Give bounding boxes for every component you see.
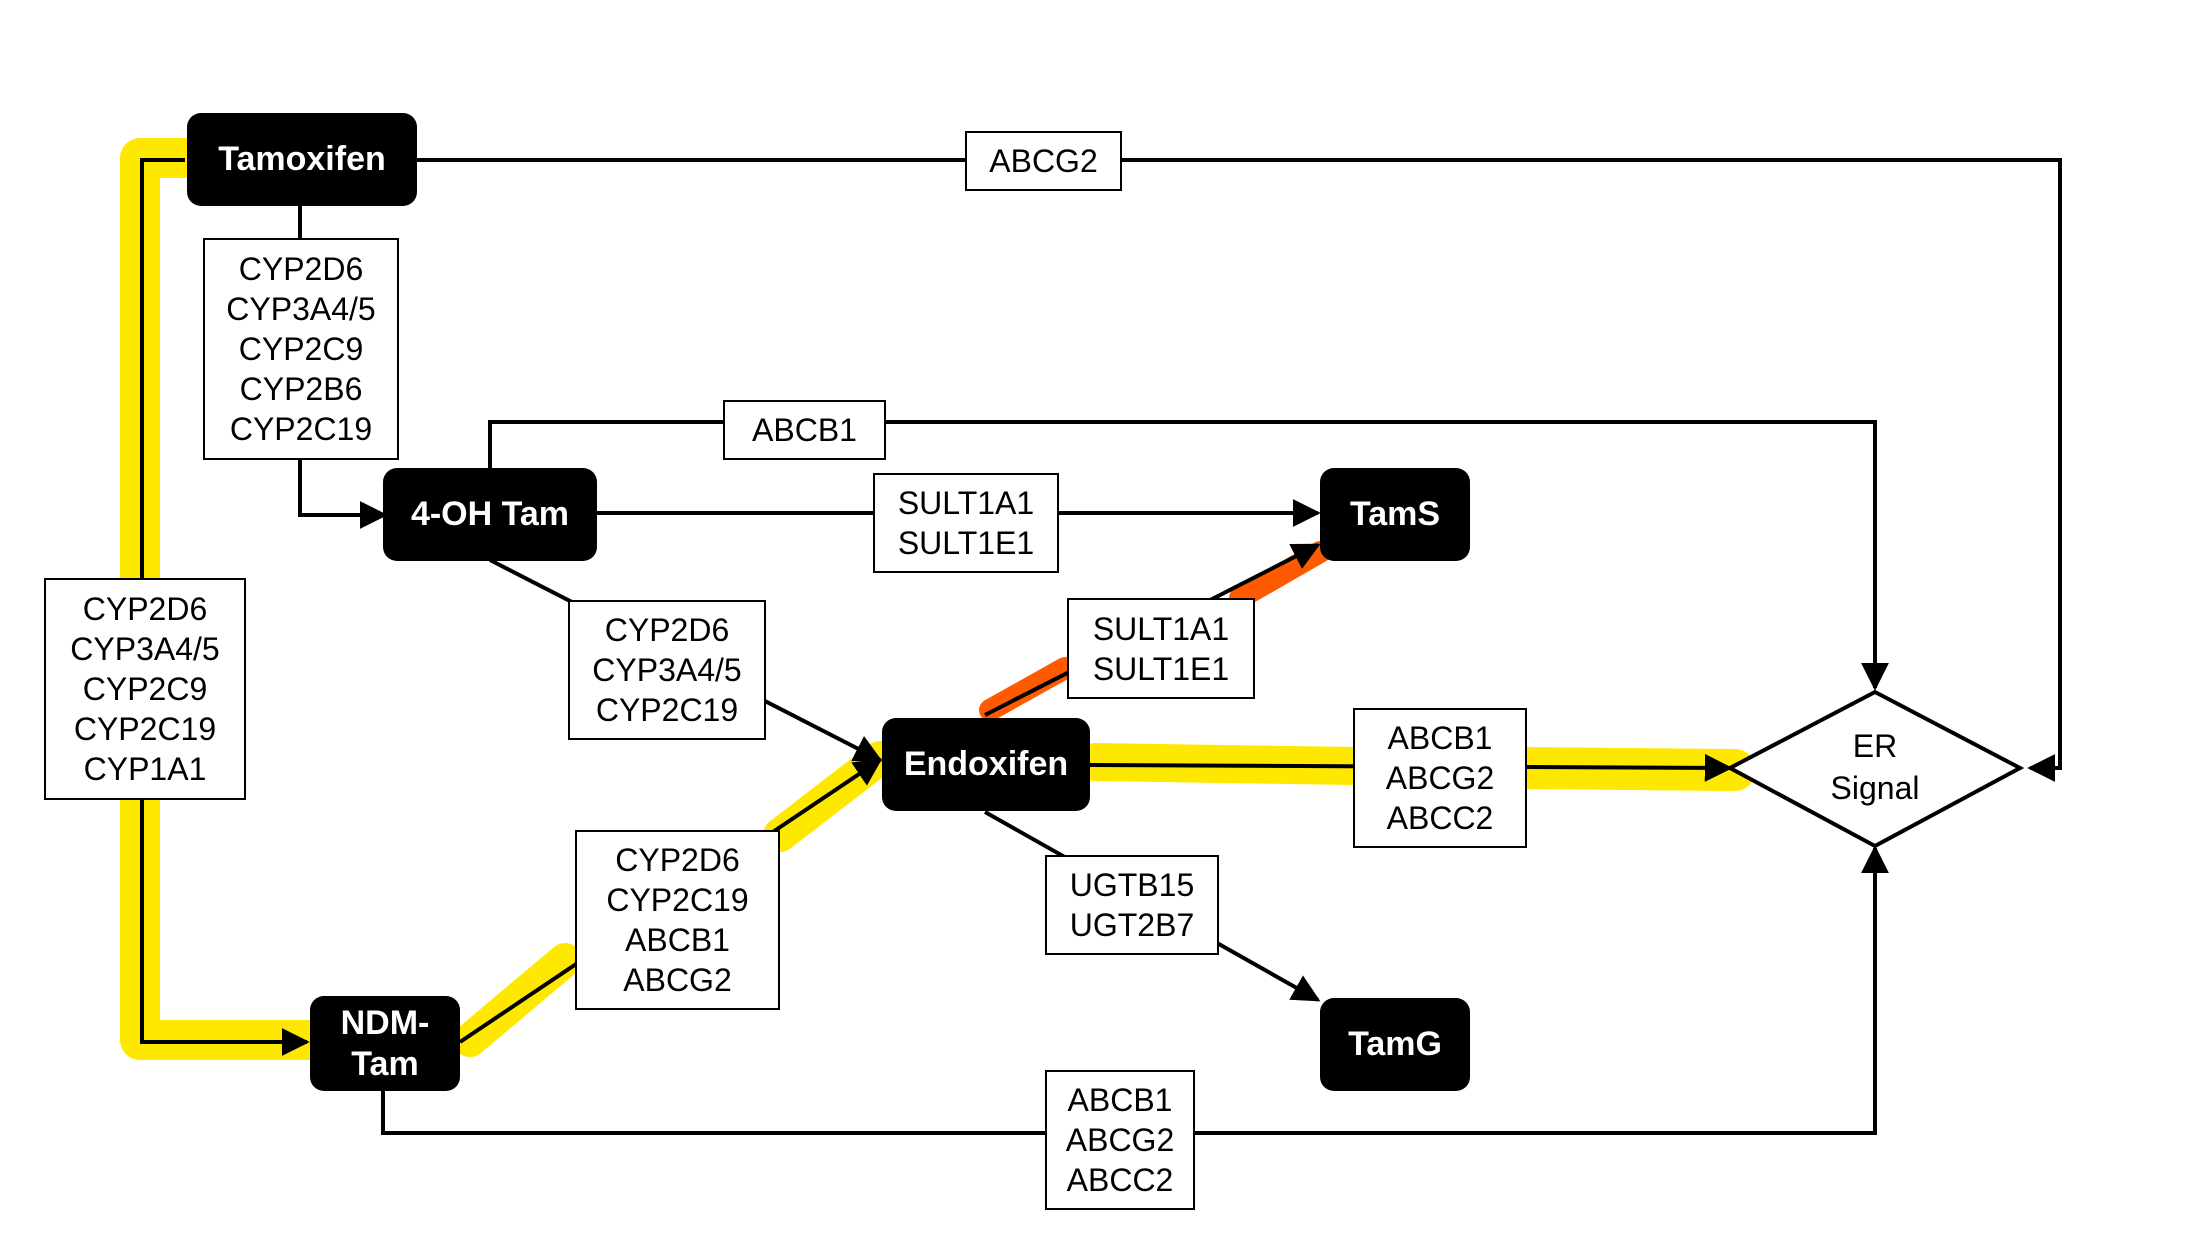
enzyme-label: CYP2C9	[238, 331, 364, 367]
enzyme-label: CYP2C19	[606, 882, 749, 918]
highlight-endox-to-sult	[979, 657, 1076, 721]
enzyme-label: ABCB1	[1067, 1082, 1173, 1118]
enzyme-label: ABCG2	[1065, 1122, 1175, 1158]
enzyme-label: CYP2C9	[82, 671, 208, 707]
node-tamg-label: TamG	[1348, 1025, 1442, 1064]
enzyme-label: CYP2D6	[615, 842, 740, 878]
enzyme-label: ABCC2	[1066, 1162, 1174, 1198]
label-4oh-to-er: ABCB1	[723, 400, 886, 460]
label-endox-to-er: ABCB1 ABCG2 ABCC2	[1353, 708, 1527, 848]
er-signal-line2: Signal	[1830, 770, 1920, 806]
node-ndm-tam: NDM- Tam	[310, 996, 460, 1091]
edge-4oh-to-er	[488, 420, 1889, 691]
node-tamoxifen-label: Tamoxifen	[218, 140, 386, 179]
node-ndm-tam-line1: NDM-	[340, 1003, 430, 1042]
er-signal-line1: ER	[1852, 728, 1898, 765]
node-tamoxifen: Tamoxifen	[187, 113, 417, 206]
enzyme-label: UGT2B7	[1069, 907, 1195, 943]
enzyme-label: UGTB15	[1069, 867, 1195, 903]
node-tamg: TamG	[1320, 998, 1470, 1091]
node-endoxifen: Endoxifen	[882, 718, 1090, 811]
enzyme-label: SULT1E1	[1092, 650, 1230, 687]
enzyme-label: CYP2D6	[604, 612, 730, 648]
node-tams-label: TamS	[1349, 495, 1441, 534]
enzyme-label: CYP2C19	[229, 411, 373, 447]
enzyme-label: ABCB1	[625, 922, 730, 958]
edge-tam-to-er	[415, 158, 2062, 782]
node-4oh-tam-label: 4-OH Tam	[410, 495, 570, 534]
enzyme-label: CYP2D6	[238, 251, 364, 287]
enzyme-label: ABCB1	[752, 412, 857, 448]
enzyme-label: CYP2B6	[239, 371, 363, 407]
label-ndm-to-er: ABCB1 ABCG2 ABCC2	[1045, 1070, 1195, 1210]
node-4oh-tam: 4-OH Tam	[383, 468, 597, 561]
enzyme-label: ABCC2	[1386, 800, 1494, 836]
enzyme-label: CYP2D6	[82, 591, 208, 627]
node-tams: TamS	[1320, 468, 1470, 561]
label-tam-to-ndm: CYP2D6 CYP3A4/5 CYP2C9 CYP2C19 CYP1A1	[44, 578, 246, 800]
enzyme-label: CYP2C19	[73, 711, 217, 747]
enzyme-label: SULT1E1	[897, 525, 1035, 561]
enzyme-label: SULT1A1	[897, 485, 1035, 521]
enzyme-label: ABCB1	[1387, 720, 1493, 756]
label-endox-to-tams: SULT1A1 SULT1E1	[1067, 598, 1255, 699]
enzyme-label: CYP1A1	[83, 751, 207, 787]
er-signal-label: ER Signal	[1775, 720, 1975, 816]
label-ndm-to-endox: CYP2D6 CYP2C19 ABCB1 ABCG2	[575, 830, 780, 1010]
enzyme-label: CYP3A4/5	[226, 291, 376, 327]
label-tam-to-4oh: CYP2D6 CYP3A4/5 CYP2C9 CYP2B6 CYP2C19	[203, 238, 399, 460]
label-4oh-to-endox: CYP2D6 CYP3A4/5 CYP2C19	[568, 600, 766, 740]
highlight-sult-to-tams	[1229, 541, 1331, 609]
enzyme-label: ABCG2	[1385, 760, 1495, 796]
enzyme-label: ABCG2	[623, 962, 732, 998]
node-ndm-tam-line2: Tam	[351, 1044, 419, 1083]
enzyme-label: CYP3A4/5	[70, 631, 220, 667]
enzyme-label: ABCG2	[989, 143, 1098, 179]
label-endox-to-tamg: UGTB15 UGT2B7	[1045, 855, 1219, 955]
er-signal-diamond	[1725, 689, 2025, 849]
label-4oh-to-tams: SULT1A1 SULT1E1	[873, 473, 1059, 573]
enzyme-label: SULT1A1	[1092, 610, 1230, 647]
enzyme-label: CYP2C19	[595, 692, 739, 728]
enzyme-label: CYP3A4/5	[592, 652, 742, 688]
node-endoxifen-label: Endoxifen	[903, 745, 1069, 784]
label-tam-to-er: ABCG2	[965, 131, 1122, 191]
